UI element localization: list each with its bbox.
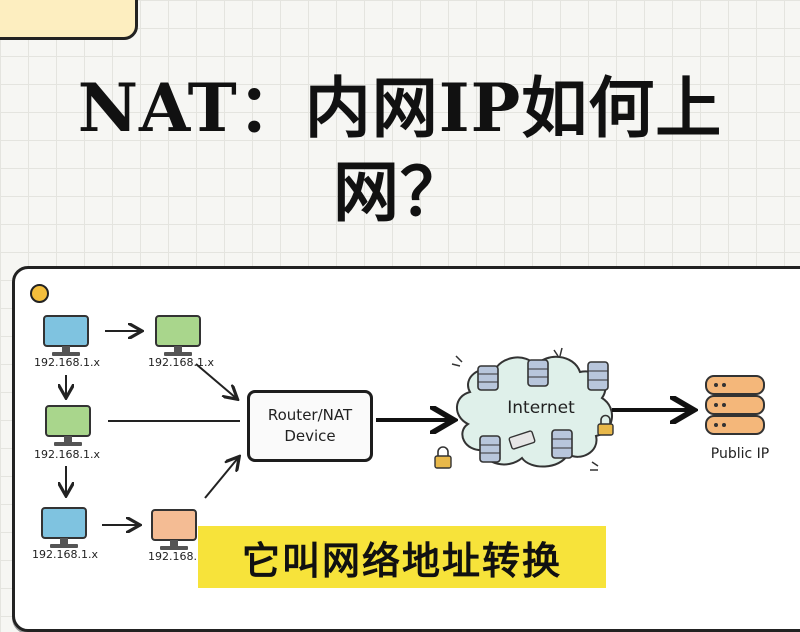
- computer-icon-right-1: [155, 315, 201, 356]
- arrow-pc5-router-bottom: [204, 458, 238, 499]
- arrow-pc2-router-top: [195, 363, 236, 398]
- router-label-line-1: Router/NAT: [267, 406, 353, 424]
- nat-diagram: [41, 315, 765, 550]
- corner-tab: [0, 0, 138, 40]
- server-icon-cloud-4: [479, 435, 501, 463]
- spark-icon-2: [553, 347, 563, 357]
- server-icon-cloud-5: [551, 429, 573, 459]
- ip-label-left-2: 192.168.1.x: [34, 448, 100, 461]
- router-label-line-2: Device: [284, 427, 336, 445]
- computer-icon-left-2: [45, 405, 91, 446]
- ip-label-left-1: 192.168.1.x: [34, 356, 100, 369]
- page-title-line-2: 网？: [333, 153, 467, 231]
- computer-icon-left-1: [43, 315, 89, 356]
- public-ip-label: Public IP: [710, 446, 770, 462]
- lock-icon-right: [597, 414, 614, 436]
- spark-icon-1: [451, 355, 463, 367]
- lock-icon-left: [434, 446, 452, 469]
- spark-icon-3: [590, 461, 599, 471]
- server-icon-cloud-1: [477, 365, 499, 391]
- caption-banner: 它叫网络地址转换: [198, 526, 606, 588]
- internet-label: Internet: [507, 398, 575, 418]
- cable-icon: [508, 430, 536, 450]
- computer-icon-left-3: [41, 507, 87, 548]
- server-icon-cloud-3: [587, 361, 609, 391]
- ip-label-left-3: 192.168.1.x: [32, 548, 98, 561]
- page-title-line-1: NAT：内网IP如何上: [77, 69, 723, 147]
- ip-label-right-3: 192.168.1.x: [148, 550, 214, 563]
- computer-icon-right-3: [151, 509, 197, 550]
- ip-label-right-1: 192.168.1.x: [148, 356, 214, 369]
- server-icon-cloud-2: [527, 359, 549, 387]
- database-server-icon: [705, 375, 765, 435]
- router-nat-device: Router/NAT Device: [247, 390, 373, 462]
- card-dot: [30, 284, 49, 303]
